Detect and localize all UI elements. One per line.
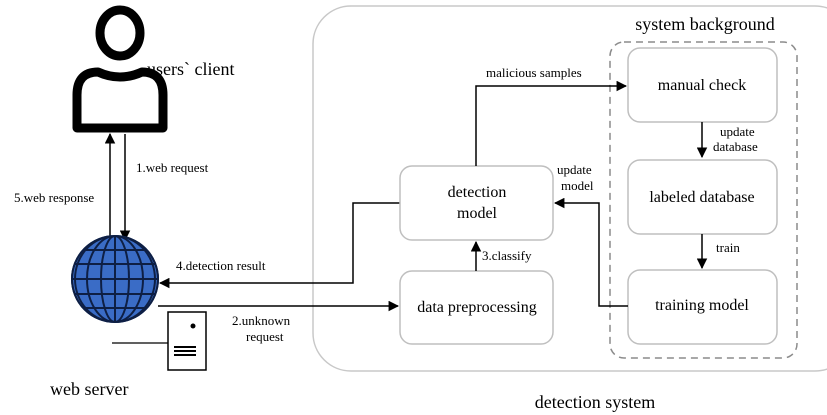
manual-check-label: manual check: [658, 77, 746, 94]
update-model-arrow: [553, 197, 628, 307]
data-preprocessing-label: data preprocessing: [417, 299, 537, 316]
labeled-database-label: labeled database: [649, 189, 754, 206]
web-server-label: web server: [50, 379, 128, 399]
system-background-label: system background: [635, 14, 774, 34]
unknown-request-label-1: 2.unknown: [232, 313, 291, 328]
detection-model-label-1: detection: [448, 184, 507, 201]
malicious-samples-arrow: [475, 80, 628, 166]
update-database-label-1: update: [720, 124, 755, 139]
update-database-label-2: database: [713, 139, 758, 154]
detection-result-arrow: [158, 202, 400, 289]
web-response-label: 5.web response: [14, 190, 94, 205]
detection-result-label: 4.detection result: [176, 258, 266, 273]
update-model-label-2: model: [561, 178, 594, 193]
detection-model-label-2: model: [457, 205, 498, 222]
training-model-label: training model: [655, 297, 749, 314]
train-label: train: [716, 240, 740, 255]
server-icon: [112, 311, 207, 371]
web-request-label: 1.web request: [136, 160, 209, 175]
unknown-request-label-2: request: [246, 329, 284, 344]
detection-model-box: [399, 165, 554, 241]
system-background-container: [609, 41, 798, 359]
globe-icon: [71, 235, 159, 323]
training-model-box: [627, 269, 778, 345]
malicious-samples-label: malicious samples: [486, 65, 582, 80]
user-client-label: users` client: [147, 59, 234, 79]
user-icon: [72, 5, 168, 133]
detection-system-container: [312, 5, 827, 372]
classify-label: 3.classify: [482, 248, 532, 263]
update-model-label-1: update: [557, 162, 592, 177]
detection-system-label: detection system: [535, 392, 655, 412]
